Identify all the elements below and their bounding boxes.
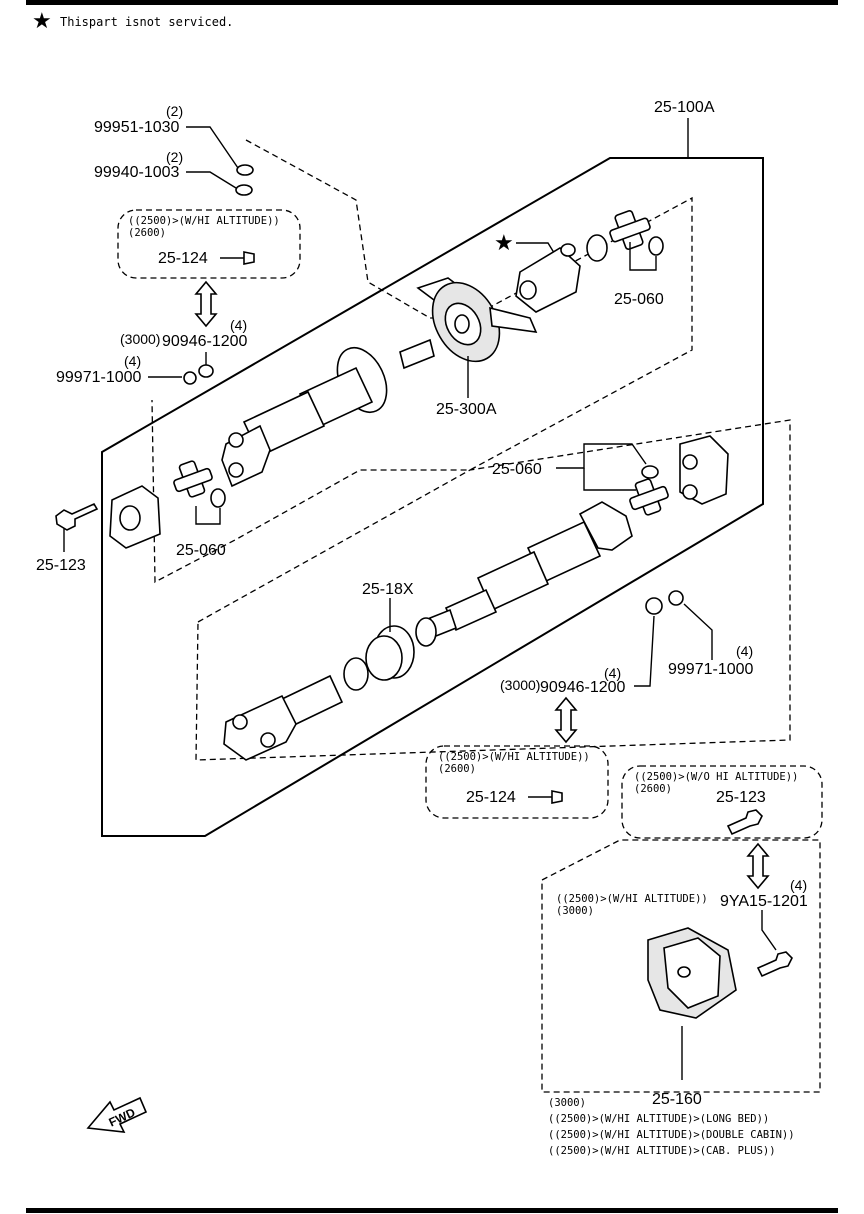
ujoint-left-icon xyxy=(173,460,226,508)
callout-mid-line2: (2600) xyxy=(438,763,476,775)
label-bolt-a-qty: (4) xyxy=(230,317,247,333)
washer-a-icon xyxy=(183,371,197,385)
label-nut-b-qty: (4) xyxy=(604,665,621,681)
label-nut-b-cond: (3000) xyxy=(500,677,540,693)
updown-arrow-icon xyxy=(194,280,218,328)
snap-ring-icon xyxy=(415,617,437,647)
damper-note-3: ((2500)>(W/HI ALTITUDE)>(DOUBLE CABIN)) xyxy=(548,1129,795,1141)
boot-icon xyxy=(365,625,415,681)
label-washer-b: 99971-1000 xyxy=(668,661,754,678)
lower-shaft-outline xyxy=(195,419,791,761)
callout-right-line1: ((2500)>(W/O HI ALTITUDE)) xyxy=(634,771,798,783)
star-yoke-symbol: ★ xyxy=(494,230,514,255)
label-bolt-a-cond: (3000) xyxy=(120,331,160,347)
callout-right-line2: (2600) xyxy=(634,783,672,795)
callout-mid-line1: ((2500)>(W/HI ALTITUDE)) xyxy=(438,751,590,763)
damper-note-1: (3000) xyxy=(548,1097,586,1109)
washer-icon xyxy=(235,184,253,196)
ujoint-top-leader xyxy=(629,242,657,271)
front-shaft-icon xyxy=(221,338,435,488)
label-ujoint-top: 25-060 xyxy=(614,291,664,308)
label-bolt-9ya: 9YA15-1201 xyxy=(720,893,808,910)
label-bolt-9ya-qty: (4) xyxy=(790,877,807,893)
bolt-9ya-leader xyxy=(761,910,777,951)
bolt-right-icon xyxy=(726,809,763,836)
nut-b-icon xyxy=(645,597,663,615)
upper-shaft-outline xyxy=(151,139,693,584)
damper-note-2: ((2500)>(W/HI ALTITUDE)>(LONG BED)) xyxy=(548,1113,769,1125)
bolt-a-icon xyxy=(198,364,214,378)
updown-arrow-icon xyxy=(554,696,578,744)
flange-yoke-icon xyxy=(515,243,581,313)
label-damper: 25-160 xyxy=(652,1091,702,1108)
rear-flange-yoke-icon xyxy=(679,435,729,505)
center-bearing-icon xyxy=(416,277,538,363)
label-assembly: 25-100A xyxy=(654,99,715,116)
washer-b-leader xyxy=(683,603,713,660)
clip-icon xyxy=(243,251,255,265)
note-text: Thispart isnot serviced. xyxy=(60,15,233,29)
slip-yoke-icon xyxy=(223,674,344,761)
label-bearing: 25-300A xyxy=(436,401,497,418)
nut-b-leader xyxy=(634,615,655,687)
washer-top-leader xyxy=(186,171,237,189)
companion-flange-icon xyxy=(109,485,161,549)
rear-shaft-icon xyxy=(429,501,633,638)
washer-b-icon xyxy=(668,590,684,606)
damper-icon xyxy=(647,927,737,1019)
bolt-left-icon xyxy=(55,502,99,531)
assembly-outline xyxy=(101,157,764,837)
damper-note-4: ((2500)>(W/HI ALTITUDE)>(CAB. PLUS)) xyxy=(548,1145,776,1157)
label-washer-a-qty: (4) xyxy=(124,353,141,369)
fwd-arrow-icon: FWD xyxy=(86,1096,148,1133)
ujoint-right-leader-b xyxy=(583,468,636,491)
label-washer-top: 99940-1003 xyxy=(94,164,180,181)
seal-ring-icon xyxy=(586,234,608,262)
bolt-9ya-icon xyxy=(756,951,793,978)
bottom-border xyxy=(26,1208,838,1213)
label-washer-a: 99971-1000 xyxy=(56,369,142,386)
label-nut-top-qty: (2) xyxy=(166,103,183,119)
label-bolt-a: 90946-1200 xyxy=(162,333,248,350)
label-washer-b-qty: (4) xyxy=(736,643,753,659)
callout-box-right xyxy=(621,765,823,839)
ujoint-top-icon xyxy=(609,210,664,256)
nut-top-leader xyxy=(186,126,239,169)
callout-top-part: 25-124 xyxy=(158,250,208,267)
label-nut-top: 99951-1030 xyxy=(94,119,180,136)
label-washer-top-qty: (2) xyxy=(166,149,183,165)
callout-top-line2: (2600) xyxy=(128,227,166,239)
label-ujoint-right: 25-060 xyxy=(492,461,542,478)
callout-box-top xyxy=(117,209,301,279)
label-boot: 25-18X xyxy=(362,581,414,598)
callout-right-part: 25-123 xyxy=(716,789,766,806)
damper-box-line2: (3000) xyxy=(556,905,594,917)
top-border xyxy=(26,0,838,5)
ring-icon xyxy=(343,657,369,691)
label-nut-b: 90946-1200 xyxy=(540,679,626,696)
clip-icon xyxy=(551,790,563,804)
callout-box-mid xyxy=(425,745,609,819)
callout-mid-part: 25-124 xyxy=(466,789,516,806)
callout-top-line1: ((2500)>(W/HI ALTITUDE)) xyxy=(128,215,280,227)
ujoint-right-icon xyxy=(629,465,669,516)
star-symbol: ★ xyxy=(32,8,52,33)
ujoint-left-leader xyxy=(195,506,221,525)
nut-icon xyxy=(236,164,254,176)
ujoint-right-leader xyxy=(556,443,647,469)
updown-arrow-icon xyxy=(746,842,770,890)
label-bolt-left: 25-123 xyxy=(36,557,86,574)
damper-box-line1: ((2500)>(W/HI ALTITUDE)) xyxy=(556,893,708,905)
label-ujoint-left: 25-060 xyxy=(176,542,226,559)
